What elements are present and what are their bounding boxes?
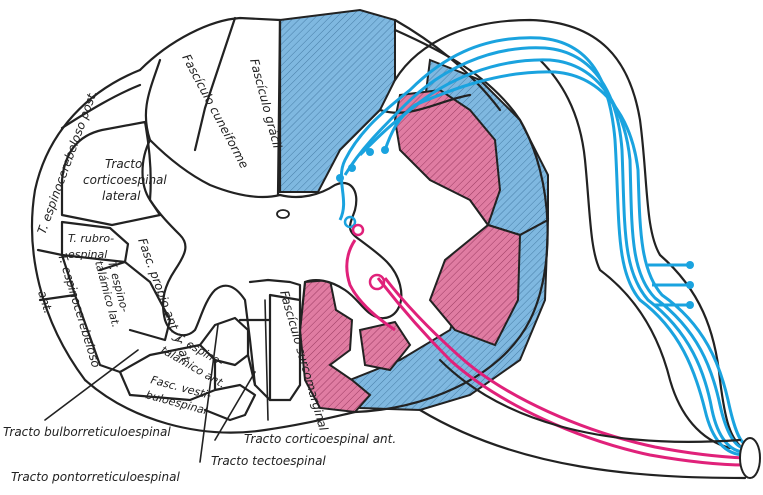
label-bulborreticuloespinal: Tracto bulborreticuloespinal [3,425,171,439]
label-rubroespinal-1: T. rubro- [68,232,114,245]
dorsal-root-left [146,60,160,140]
label-tectoespinal: Tracto tectoespinal [211,454,326,468]
label-corticoespinal-lat-3: lateral [102,189,141,203]
label-corticoespinal-lat-2: corticoespinal [83,173,167,187]
label-pontorreticuloespinal: Tracto pontorreticuloespinal [11,470,180,484]
label-corticoespinal-ant: Tracto corticoespinal ant. [244,432,396,446]
root-cut-end [740,438,760,478]
label-fasciculo-cuneiforme: Fascículo cuneiforme [179,52,251,171]
posterior-column-right [280,10,395,192]
pink-cell-body-2 [353,225,363,235]
label-espinocerebeloso-ant-2: ant. [35,289,55,316]
label-rubroespinal-2: espinal [68,248,107,261]
label-corticoespinal-lat-1: Tracto [105,157,142,171]
